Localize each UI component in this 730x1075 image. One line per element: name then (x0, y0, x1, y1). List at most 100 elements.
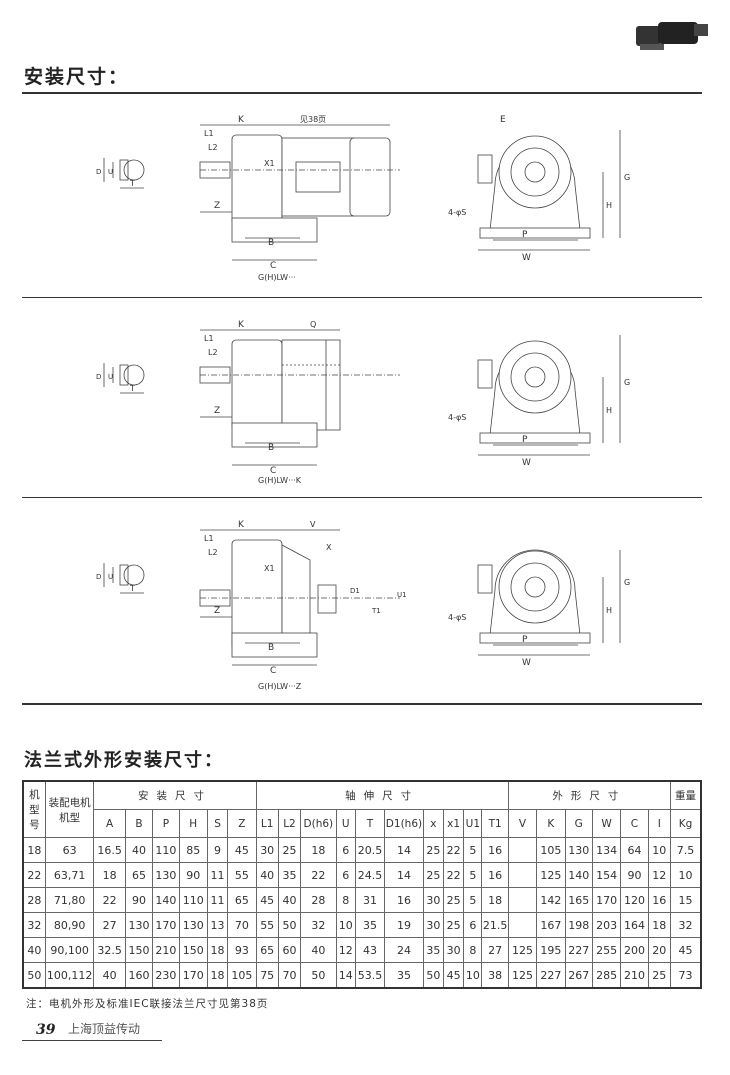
table-cell: 12 (647, 862, 671, 888)
table-cell: 20.5 (354, 837, 386, 863)
dim-label: K (238, 320, 245, 330)
table-cell: 25 (277, 837, 302, 863)
column-header: Kg (669, 809, 702, 838)
dim-label: U (108, 573, 113, 581)
table-group-header: 机型号 装配电机机型 安装尺寸 轴伸尺寸 外形尺寸 重量 (22, 780, 702, 838)
table-cell: 5 (463, 837, 483, 863)
dim-label: L1 (204, 534, 214, 543)
footnote: 注：电机外形及标准IEC联接法兰尺寸见第38页 (26, 998, 269, 1010)
table-cell: 90 (620, 862, 649, 888)
column-header: I (647, 809, 671, 838)
table-cell: 32.5 (93, 937, 126, 963)
column-header: K (536, 809, 566, 838)
dim-label: W (522, 658, 531, 668)
table-cell: 11 (206, 862, 229, 888)
table-cell: 110 (152, 837, 180, 863)
table-cell: 35 (384, 962, 424, 989)
table-cell: 170 (178, 962, 208, 989)
table-cell: 140 (152, 887, 180, 913)
column-header: T (354, 809, 386, 838)
table-cell: 70 (227, 912, 257, 938)
front-view (477, 130, 621, 251)
table-cell: 40 (124, 837, 154, 863)
table-cell: 200 (620, 937, 649, 963)
table-cell: 35 (422, 937, 444, 963)
table-cell: 28 (22, 887, 46, 913)
table-cell: 24.5 (354, 862, 386, 888)
table-cell: 24 (384, 937, 424, 963)
table-cell: 8 (335, 887, 356, 913)
column-header: Z (227, 809, 257, 838)
table-cell: 285 (591, 962, 622, 989)
table-cell: 20 (647, 937, 671, 963)
table-cell: 105 (227, 962, 257, 989)
table-cell: 16 (647, 887, 671, 913)
column-header: x1 (442, 809, 465, 838)
dim-label: T1 (371, 607, 381, 615)
table-cell: 32 (300, 912, 337, 938)
table-cell: 93 (227, 937, 257, 963)
table-cell: 22 (442, 862, 465, 888)
dim-label: H (606, 406, 612, 415)
table-cell: 160 (124, 962, 154, 989)
table-cell: 25 (422, 837, 444, 863)
table-cell: 31 (354, 887, 386, 913)
table-cell: 16.5 (93, 837, 126, 863)
dim-label: C (270, 666, 276, 676)
table-cell: 6 (335, 837, 356, 863)
table-cell: 43 (354, 937, 386, 963)
table-cell: 18 (300, 837, 337, 863)
table-cell: 55 (255, 912, 279, 938)
dim-label: Z (214, 201, 220, 211)
table-cell: 100,112 (44, 962, 95, 989)
column-header: T1 (481, 809, 509, 838)
column-header: G (564, 809, 593, 838)
column-header: H (178, 809, 208, 838)
shaft-section (103, 363, 145, 394)
table-cell: 18 (206, 937, 229, 963)
group-weight: 重量 (669, 780, 702, 810)
table-cell: 22 (442, 837, 465, 863)
table-cell: 134 (591, 837, 622, 863)
side-view (199, 529, 400, 666)
table-cell: 12 (335, 937, 356, 963)
table-cell: 227 (536, 962, 566, 989)
dim-label: L2 (208, 143, 218, 152)
table-cell: 142 (536, 887, 566, 913)
table-cell: 55 (227, 862, 257, 888)
section-title-install: 安装尺寸： (24, 66, 130, 88)
table-cell: 267 (564, 962, 593, 989)
table-cell: 28 (300, 887, 337, 913)
table-cell: 125 (507, 937, 538, 963)
table-cell: 30 (422, 887, 444, 913)
table-cell: 130 (178, 912, 208, 938)
table-cell: 150 (178, 937, 208, 963)
table-cell: 40 (93, 962, 126, 989)
dim-label: U (108, 168, 113, 176)
page-number: 39 (36, 1022, 56, 1038)
table-cell: 140 (564, 862, 593, 888)
dim-label: G (624, 378, 630, 387)
table-cell: 10 (647, 837, 671, 863)
footer-line (22, 1040, 162, 1041)
column-header: A (93, 809, 126, 838)
table-cell: 90 (178, 862, 208, 888)
table-cell: 154 (591, 862, 622, 888)
divider (22, 297, 702, 298)
dim-label: E (500, 115, 506, 125)
table-cell: 25 (647, 962, 671, 989)
table-cell: 85 (178, 837, 208, 863)
shaft-section (103, 563, 145, 594)
dim-label: Q (310, 320, 316, 329)
table-cell: 10 (463, 962, 483, 989)
dim-label: W (522, 253, 531, 263)
column-header: S (206, 809, 229, 838)
dim-label: X (326, 543, 332, 552)
dim-label: P (522, 230, 528, 240)
table-cell: 30 (255, 837, 279, 863)
table-cell: 18 (206, 962, 229, 989)
